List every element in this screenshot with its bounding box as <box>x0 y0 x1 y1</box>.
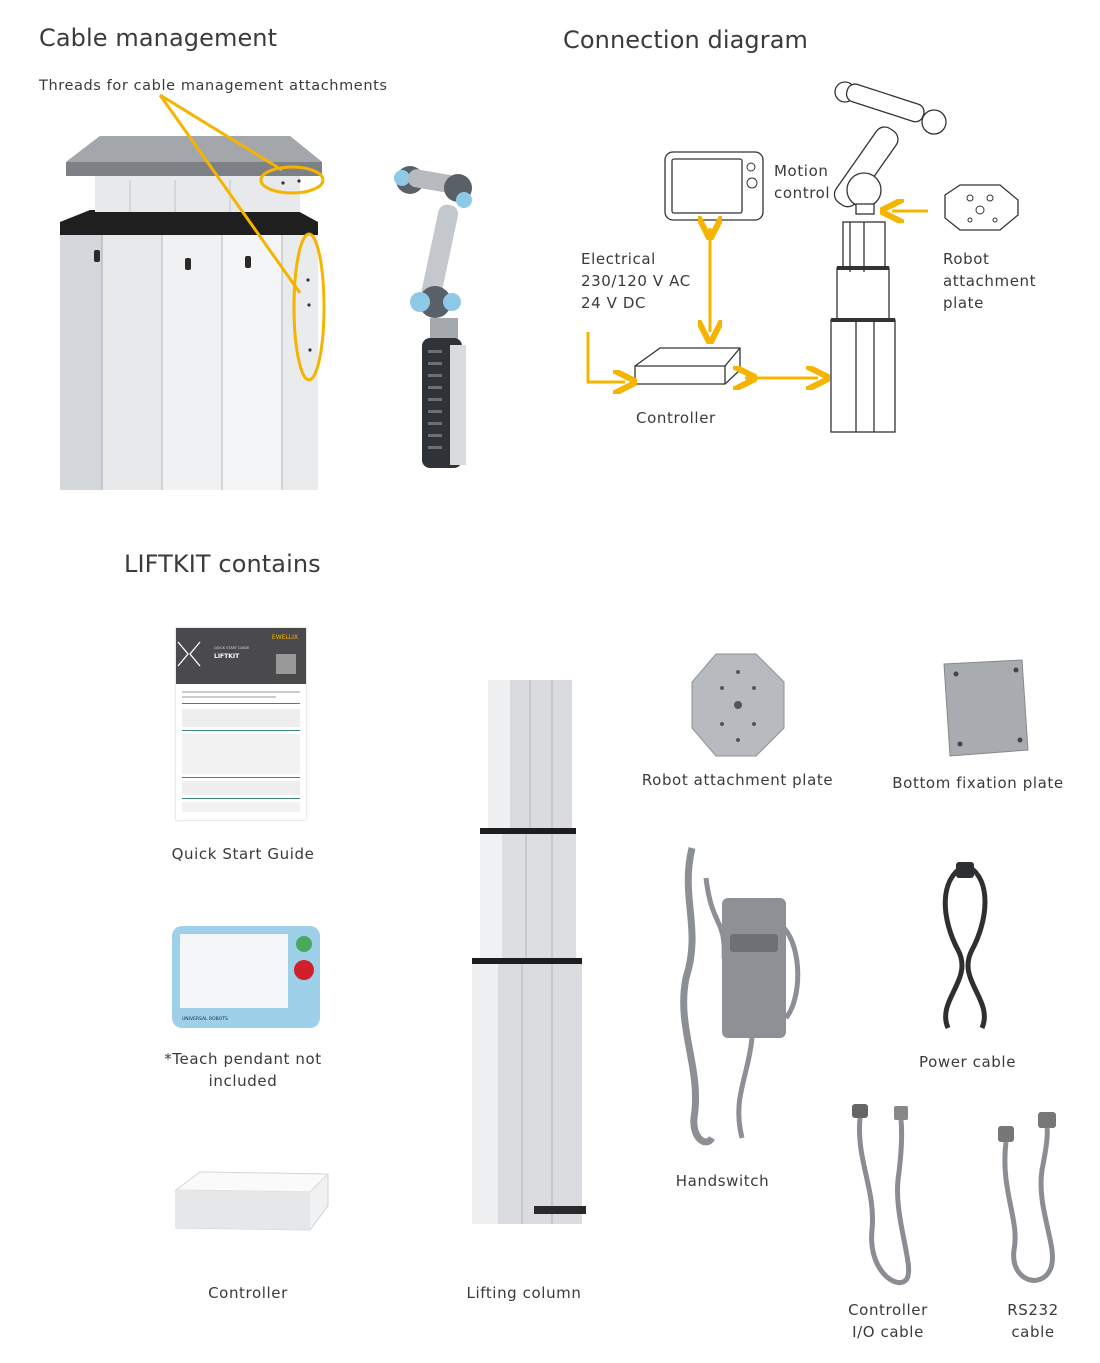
handswitch-image <box>680 847 801 1146</box>
threads-label: Threads for cable management attachments <box>39 78 388 94</box>
teach-pendant-image: UNIVERSAL ROBOTS <box>172 926 320 1028</box>
rs232-cable-image <box>998 1112 1056 1283</box>
ewellix-logo: EWELLIX <box>271 634 298 641</box>
controller-label: Controller <box>208 1284 288 1302</box>
power-cable-label: Power cable <box>918 1053 1017 1071</box>
quick-start-guide-label: Quick Start Guide <box>171 845 315 863</box>
controller-box-icon <box>634 347 741 385</box>
quick-start-guide-image: EWELLIX QUICK START GUIDE LIFTKIT <box>176 628 306 820</box>
lifting-column-image <box>472 680 586 1224</box>
controller-image <box>174 1171 330 1231</box>
liftkit-contains-heading: LIFTKIT contains <box>124 550 321 578</box>
power-cable-image <box>942 862 988 1029</box>
robot-attachment-plate-image <box>691 653 785 757</box>
robot-arm-outline-icon <box>833 81 947 215</box>
column-top-illustration <box>60 93 326 490</box>
lifting-column-outline-icon <box>830 221 896 433</box>
handswitch-label: Handswitch <box>675 1172 770 1190</box>
bottom-fixation-plate-label: Bottom fixation plate <box>892 774 1064 792</box>
robot-attachment-plate-label: Robot attachment plate <box>641 771 834 789</box>
io-cable-image <box>852 1104 912 1285</box>
bottom-fixation-plate-image <box>943 659 1029 757</box>
robot-plate-outline-icon <box>944 184 1019 231</box>
cable-management-heading: Cable management <box>39 24 278 52</box>
controller-diagram-label: Controller <box>636 409 716 427</box>
connection-diagram <box>586 81 1019 433</box>
tablet-icon <box>664 151 764 221</box>
lifting-column-label: Lifting column <box>466 1284 582 1302</box>
connection-diagram-heading: Connection diagram <box>563 26 809 54</box>
robot-arm-image <box>394 166 472 468</box>
